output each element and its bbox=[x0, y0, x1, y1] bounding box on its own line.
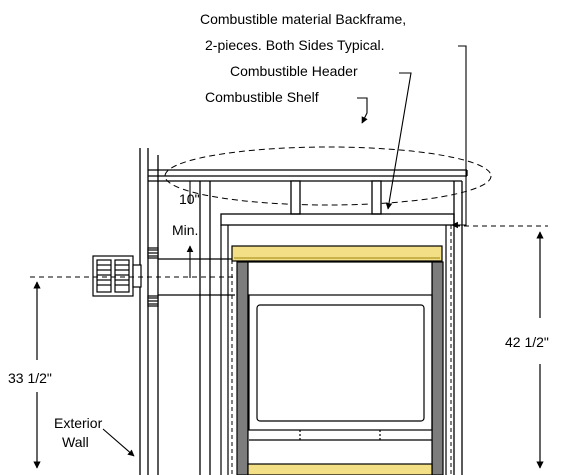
backframe-label-line1: Combustible material Backframe, bbox=[200, 11, 406, 27]
fireplace-glass-frame bbox=[248, 294, 433, 441]
leader-lines bbox=[102, 45, 467, 457]
combustible-shelf bbox=[148, 169, 468, 182]
reference-lines bbox=[30, 225, 548, 278]
height-left-label: 33 1/2" bbox=[8, 370, 52, 386]
vent-cap bbox=[92, 247, 159, 307]
backframe bbox=[220, 225, 447, 475]
stud-blocks bbox=[290, 180, 382, 215]
clearance-label-bottom: Min. bbox=[172, 222, 198, 238]
backframe-label-line2: 2-pieces. Both Sides Typical. bbox=[205, 37, 385, 53]
chase-walls bbox=[199, 181, 463, 475]
exterior-wall-label-line1: Exterior bbox=[54, 415, 103, 431]
backframe-dashed bbox=[231, 225, 452, 475]
shelf-label: Combustible Shelf bbox=[205, 89, 319, 105]
fireplace-surround bbox=[236, 261, 444, 475]
exterior-wall bbox=[139, 148, 159, 475]
height-right-label: 42 1/2" bbox=[505, 334, 549, 350]
fireplace-bottom-trim bbox=[247, 463, 433, 475]
dimension-10-min bbox=[184, 181, 232, 278]
exterior-wall-label-line2: Wall bbox=[62, 434, 89, 450]
combustible-header bbox=[220, 213, 455, 226]
clearance-label-top: 10" bbox=[179, 191, 200, 207]
fireplace-top-trim bbox=[231, 245, 443, 262]
shelf-callout-ellipse bbox=[164, 146, 492, 206]
header-label: Combustible Header bbox=[230, 63, 358, 79]
